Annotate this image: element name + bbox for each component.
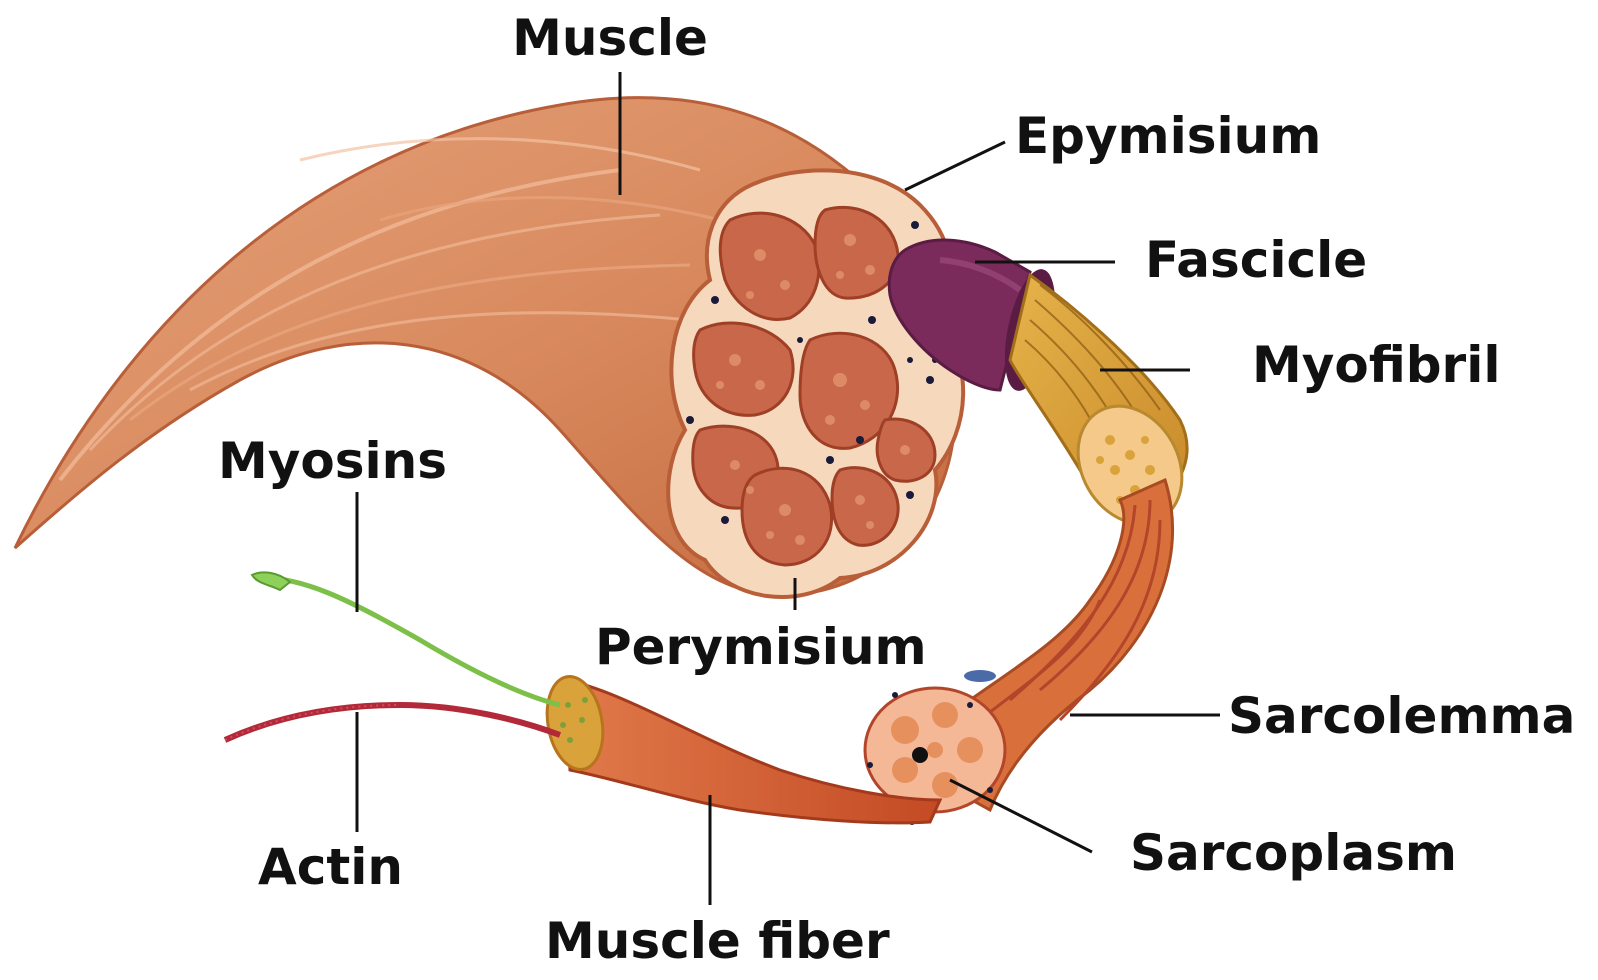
label-myosins: Myosins [218,432,447,490]
label-myofibril: Myofibril [1252,336,1501,394]
muscle-cross-section [668,170,963,597]
myosin-filament [252,572,560,705]
leader-sarcoplasm [950,780,1092,852]
label-sarcoplasm: Sarcoplasm [1130,824,1457,882]
leader-epymisium [905,142,1005,190]
label-muscle: Muscle [512,9,708,67]
actin-filament [225,705,560,740]
label-sarcolemma: Sarcolemma [1228,687,1575,745]
label-muscle-fiber: Muscle fiber [545,912,890,970]
label-actin: Actin [258,838,403,896]
label-epymisium: Epymisium [1015,107,1321,165]
label-perymisium: Perymisium [595,618,927,676]
label-fascicle: Fascicle [1145,231,1367,289]
myofibril-bundle [1010,275,1203,543]
